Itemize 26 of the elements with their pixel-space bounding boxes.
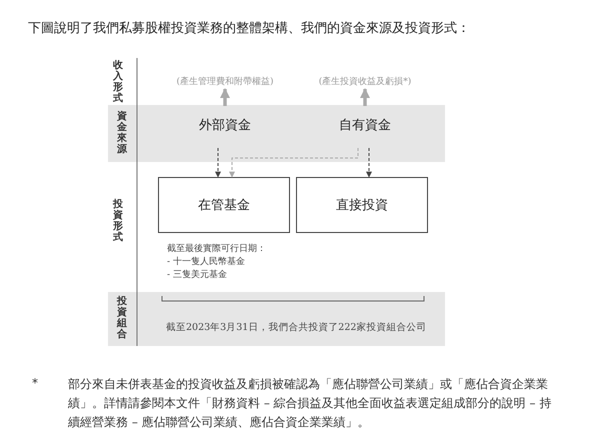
list-item: - 三隻美元基金 [167,268,227,281]
arrow [220,88,230,106]
list-item: 截至最後實際可行日期： [167,242,266,255]
footnote-text: 部分來自未併表基金的投資收益及虧損被確認為「應佔聯營公司業績」或「應佔合資企業業績」。詳情請參閱本文件「財務資料 – 綜合損益及其他全面收益表選定組成部分的說明 – 持續經營業務 – 應佔聯營公司業績、應佔合資企業業績」。 [68,376,552,431]
arrow [229,148,358,178]
source-label: 自有資金 [339,117,391,134]
box-label: 直接投資 [336,197,388,214]
arrow [366,148,372,178]
footnote-mark: * [32,376,38,390]
arrow [360,88,370,106]
process-box [158,177,290,233]
section-label: 投資組合 [117,296,127,340]
list-item: - 十一隻人民幣基金 [167,256,245,268]
portfolio-note: 截至2023年3月31日，我們合共投資了222家投資組合公司 [166,321,426,334]
source-label: 外部資金 [199,117,251,134]
income-note: (產生投資收益及虧損*) [318,76,412,88]
section-band [108,292,445,346]
title: 下圖說明了我們私募股權投資業務的整體架構、我們的資金來源及投資形式： [28,20,470,37]
section-band [108,105,445,162]
row-label: 收入形式 [113,60,123,104]
section-label: 資金來源 [117,110,127,154]
income-note: (產生管理費和附帶權益) [176,76,274,88]
arrow [215,148,221,178]
row-label: 投資形式 [113,199,123,243]
box-label: 在管基金 [198,197,250,214]
process-box [296,177,428,233]
